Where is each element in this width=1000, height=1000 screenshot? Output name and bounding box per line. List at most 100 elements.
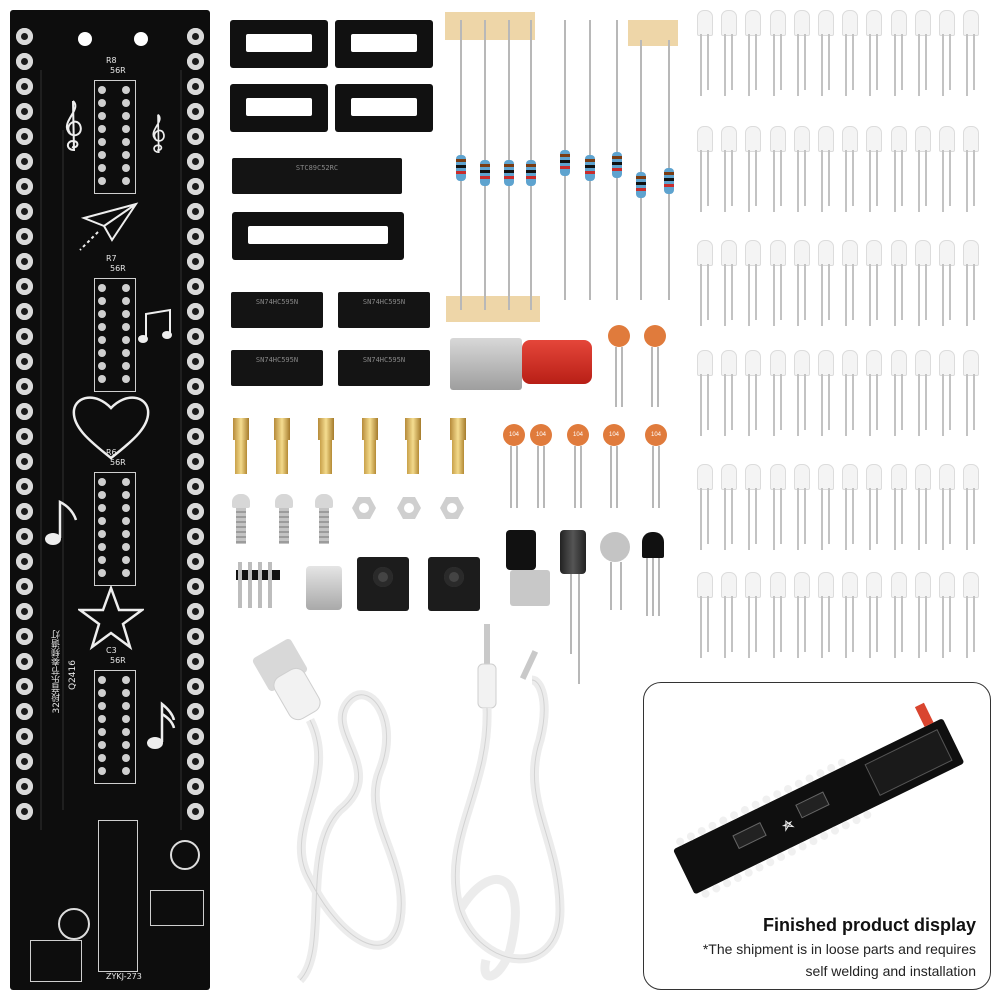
led (890, 240, 907, 266)
pcb-ic-pad (122, 754, 130, 762)
led-pin (755, 34, 758, 90)
led-pin (828, 596, 830, 652)
led-pin (779, 34, 782, 90)
pcb-pad (16, 203, 33, 220)
pcb-ic-pad (98, 543, 106, 551)
resistor-band (504, 164, 514, 167)
header-pin (268, 562, 272, 608)
pcb-pad (16, 578, 33, 595)
led-pin (724, 34, 727, 96)
led-pin (772, 596, 775, 658)
screw-shaft (319, 508, 329, 544)
pcb-pad (16, 278, 33, 295)
led-pin (755, 150, 758, 206)
led (697, 572, 713, 598)
pcb-ic-pad (98, 689, 106, 697)
screw-head (232, 494, 250, 508)
screw-shaft (236, 508, 246, 544)
pcb-pad (16, 153, 33, 170)
led-pin (917, 596, 920, 658)
pcb-resistor-label: 56R (110, 264, 126, 273)
pcb-pad (16, 178, 33, 195)
led-pin (845, 488, 848, 550)
pcb-resistor-label: 56R (110, 458, 126, 467)
pcb-ic-pad (122, 556, 130, 564)
ic-socket (230, 20, 328, 68)
led-pin (779, 264, 782, 320)
led-pin (876, 374, 879, 430)
led-pin (900, 264, 903, 320)
led-pin (779, 596, 782, 652)
led-pin (900, 596, 903, 652)
led (721, 126, 738, 152)
led-pin (893, 34, 896, 96)
pcb-ic-pad (122, 491, 130, 499)
led-pin (803, 374, 806, 430)
pcb-ic-pad (122, 375, 130, 383)
pcb-ic-pad (98, 676, 106, 684)
brass-standoff (274, 418, 290, 474)
led-pin (796, 150, 799, 212)
led-pin (803, 596, 806, 652)
led (963, 126, 980, 152)
pcb-pad (187, 653, 204, 670)
pcb-pad (16, 653, 33, 670)
ic-socket (335, 84, 433, 132)
pcb-pad (187, 328, 204, 345)
resistor-band (456, 159, 466, 162)
led-pin (724, 596, 727, 658)
capacitor-lead (510, 446, 512, 508)
led-pin (796, 264, 799, 326)
brass-standoff (405, 418, 421, 474)
led-pin (876, 264, 879, 320)
header-pin (258, 562, 262, 608)
led (697, 464, 713, 490)
led (939, 350, 955, 376)
hex-nut (440, 497, 464, 519)
led (963, 10, 980, 36)
heart-icon (72, 396, 150, 460)
resistor-lead (508, 20, 510, 160)
resistor-lead (484, 186, 486, 310)
pcb-ic-pad (98, 151, 106, 159)
led-pin (700, 374, 702, 436)
resistor-band (585, 165, 595, 168)
capacitor-lead (615, 347, 617, 407)
led (963, 572, 980, 598)
led (793, 126, 810, 152)
pcb-pad (187, 728, 204, 745)
music-note-icon (45, 499, 78, 545)
led-pin (772, 488, 775, 550)
resistor-band (560, 154, 570, 157)
led (793, 464, 810, 490)
pcb-version-text: Q2416 (68, 660, 78, 690)
potentiometer-knob (506, 530, 536, 570)
resistor-band (456, 165, 466, 168)
pcb-ic-pad (98, 284, 106, 292)
ic-socket-large (232, 212, 404, 260)
pcb-ic-pad (122, 284, 130, 292)
audio-jack-left (357, 557, 409, 611)
led-pin (966, 150, 969, 212)
pcb-ic-pad (98, 323, 106, 331)
led-pin (924, 150, 927, 206)
led-pin (821, 34, 823, 96)
chip-label: SN74HC595N (362, 298, 406, 306)
led-pin (869, 488, 872, 550)
pcb-ic-pad (122, 543, 130, 551)
pcb-ic-pad (98, 86, 106, 94)
ceramic-capacitor: 104 (567, 424, 589, 446)
capacitor-lead (616, 446, 618, 508)
pcb-pad (187, 178, 204, 195)
led-pin (917, 150, 920, 212)
pcb-ic-pad (122, 517, 130, 525)
mount-hole (134, 32, 148, 46)
socket-window (351, 98, 417, 116)
resistor (612, 152, 622, 178)
pcb-pad (16, 553, 33, 570)
pcb-ic-pad (122, 504, 130, 512)
pcb-pad (16, 303, 33, 320)
pcb-ic-pad (122, 362, 130, 370)
microphone (600, 532, 630, 562)
led (818, 350, 834, 376)
